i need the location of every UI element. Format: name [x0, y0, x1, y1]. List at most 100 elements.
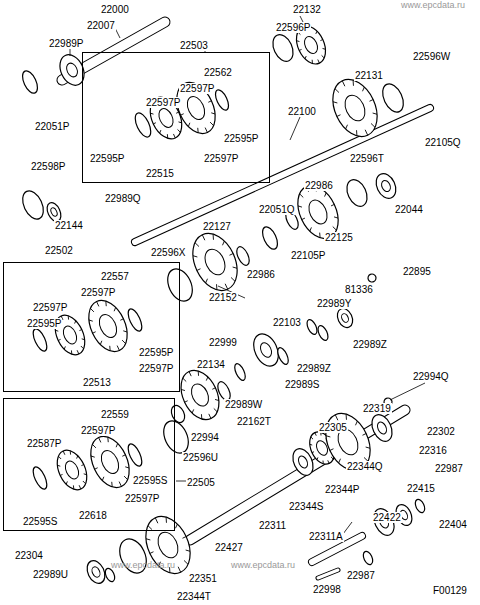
callout-number: 22597P [145, 97, 181, 108]
ring [413, 498, 426, 514]
callout-number: 22319 [362, 403, 392, 414]
callout-number: 22515 [145, 168, 175, 179]
callout-number: 22302 [426, 426, 456, 437]
callout-number: 22597P [80, 287, 116, 298]
callout-number: 22595S [132, 475, 168, 486]
watermark: www.epcdata.ru [400, 0, 466, 11]
callout-number: 22100 [287, 106, 317, 117]
callout-number: 22596T [349, 153, 385, 164]
ring [163, 265, 197, 305]
callout-number: 22987 [346, 570, 376, 581]
callout-number: 22311 [258, 520, 287, 531]
ring [19, 188, 48, 223]
callout-number: 22989Z [296, 363, 332, 374]
watermark: www.epcdata.ru [230, 560, 296, 571]
ring [269, 32, 297, 65]
callout-number: 22989Z [352, 339, 388, 350]
gear [51, 445, 92, 494]
gear [83, 430, 137, 493]
bolt [318, 570, 338, 578]
callout-number: 22311A [308, 531, 344, 542]
ring [233, 362, 248, 382]
callout-number: 22986 [246, 269, 276, 280]
callout-number: 22344Q [346, 461, 384, 472]
ring [125, 307, 144, 333]
ring [30, 465, 49, 491]
callout-number: 22125 [324, 232, 354, 243]
callout-number: 22597P [179, 83, 215, 94]
assembly-group-box: 225052255922597P22587P22595S22597P22595S… [3, 398, 175, 531]
ring [276, 346, 291, 366]
callout-number: 22596U [182, 452, 219, 463]
callout-number: 22999 [208, 337, 238, 348]
callout-number: 22131 [354, 70, 384, 81]
callout-number: 22304 [14, 550, 44, 561]
callout-number: 22162T [236, 416, 272, 427]
callout-number: 22989S [284, 379, 320, 390]
callout-number: 22415 [406, 483, 436, 494]
callout-number: 22595S [22, 516, 58, 527]
callout-number: 22344T [176, 591, 212, 602]
assembly-group-box: 225032256222597P22597P22595P22595P22597P… [82, 52, 270, 183]
callout-number: 22595P [138, 347, 174, 358]
callout-number: 22404 [438, 519, 468, 530]
callout-number: 22427 [214, 542, 244, 553]
ring [361, 550, 374, 566]
group-number: 22503 [179, 40, 209, 51]
callout-number: 22007 [86, 20, 116, 31]
callout-number: 22105Q [424, 137, 462, 148]
callout-number: 22989Y [316, 298, 352, 309]
counter-shaft [190, 410, 405, 540]
callout-number: 22051Q [258, 204, 296, 215]
gear [169, 76, 223, 139]
callout-number: 22895 [402, 266, 432, 277]
figure-code: F00129 [432, 585, 468, 596]
ring [379, 81, 408, 116]
callout-number: 81336 [344, 284, 374, 295]
gear [324, 72, 386, 143]
callout-number: 22595P [26, 318, 62, 329]
bearing [55, 51, 88, 89]
leader-line [390, 383, 425, 400]
callout-number: 22986 [304, 180, 334, 191]
ring [259, 225, 280, 252]
callout-number: 22597P [80, 425, 116, 436]
callout-number: 22351 [188, 573, 218, 584]
callout-number: 22987 [434, 463, 464, 474]
watermark: www.epcdata.ru [110, 560, 176, 571]
group-number: 22502 [44, 245, 74, 256]
callout-number: 22051P [34, 121, 70, 132]
ring [316, 324, 330, 342]
callout-number: 22044 [394, 204, 424, 215]
callout-number: 22596P [275, 22, 311, 33]
leader-line [290, 117, 300, 140]
ring [30, 327, 49, 353]
callout-number: 22998 [312, 584, 342, 595]
callout-number: 22596W [412, 51, 451, 62]
callout-number: 22132 [292, 4, 322, 15]
callout-number: 22144 [54, 220, 84, 231]
bearing [368, 412, 396, 445]
callout-number: 22994 [190, 432, 220, 443]
callout-number: 22989U [32, 569, 69, 580]
bolt-fill [318, 570, 338, 578]
callout-number: 22989Q [104, 193, 142, 204]
ring [305, 318, 319, 336]
callout-number: 22597P [124, 493, 160, 504]
assembly-group-box: 225022255722597P22597P22595P22595P22597P… [3, 262, 180, 392]
callout-number: 22597P [138, 363, 174, 374]
callout-number: 22152 [208, 292, 238, 303]
callout-number: 22103 [272, 317, 302, 328]
callout-number: 22989P [48, 38, 84, 49]
ring [343, 177, 371, 210]
callout-number: 22597P [32, 302, 68, 313]
ring [19, 69, 40, 96]
callout-number: 22000 [100, 4, 130, 15]
callout-number: 22989W [224, 399, 263, 410]
callout-number: 22105P [290, 250, 326, 261]
callout-number: 22595P [89, 153, 125, 164]
callout-number: 22618 [78, 510, 108, 521]
gear [184, 226, 246, 297]
leader-line [70, 49, 71, 56]
callout-number: 22557 [100, 271, 130, 282]
